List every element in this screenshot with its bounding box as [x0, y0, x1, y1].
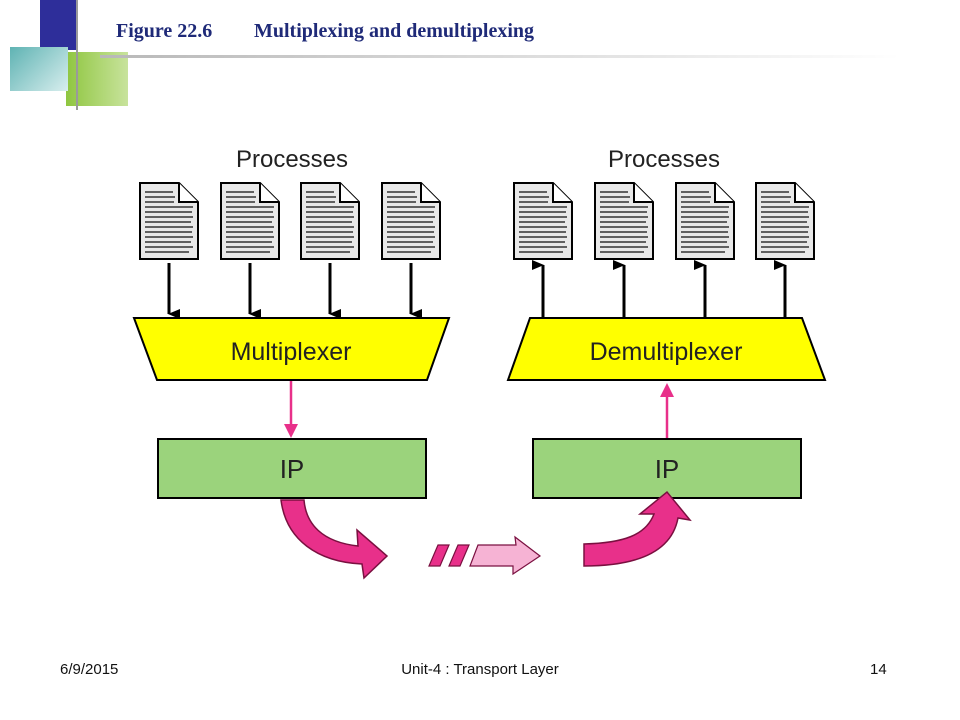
- corner-decoration: [0, 0, 130, 110]
- slide-title: Figure 22.6 Multiplexing and demultiplexi…: [116, 18, 534, 44]
- ip-to-demux-arrowhead: [660, 383, 674, 397]
- right-ip-box: [532, 438, 802, 499]
- multiplexer-label: Multiplexer: [231, 338, 352, 366]
- figure-number: Figure 22.6: [116, 20, 213, 42]
- right-ip-label: IP: [655, 454, 680, 484]
- demultiplexer-label: Demultiplexer: [590, 338, 743, 366]
- left-ip-label: IP: [280, 454, 305, 484]
- mux-to-ip-arrowhead: [284, 424, 298, 438]
- packet-arrow-light: [469, 535, 542, 576]
- title-underline: [100, 55, 900, 58]
- deco-teal-square: [10, 47, 68, 91]
- packet-small-1: [428, 544, 450, 567]
- deco-blue-square: [40, 0, 76, 50]
- left-process-doc-2: [220, 182, 280, 260]
- outgoing-curved-arrow: [280, 499, 389, 580]
- footer-course-title: Unit-4 : Transport Layer: [401, 661, 559, 678]
- multiplexer-box: [132, 317, 451, 381]
- demultiplexer-box: [506, 317, 827, 381]
- page-number: 14: [870, 661, 887, 678]
- incoming-curved-arrow: [583, 490, 692, 567]
- right-process-doc-2: [594, 182, 654, 260]
- packets-in-transit: [428, 535, 542, 576]
- packet-small-2: [448, 544, 470, 567]
- left-process-doc-1: [139, 182, 199, 260]
- deco-vertical-line: [76, 0, 78, 110]
- left-processes-label: Processes: [236, 146, 348, 173]
- left-process-doc-3: [300, 182, 360, 260]
- right-process-doc-1: [513, 182, 573, 260]
- left-process-doc-4: [381, 182, 441, 260]
- right-processes-label: Processes: [608, 146, 720, 173]
- right-process-doc-4: [755, 182, 815, 260]
- footer-date: 6/9/2015: [60, 661, 119, 678]
- left-ip-box: [157, 438, 427, 499]
- right-process-doc-3: [675, 182, 735, 260]
- figure-title: Multiplexing and demultiplexing: [254, 20, 535, 42]
